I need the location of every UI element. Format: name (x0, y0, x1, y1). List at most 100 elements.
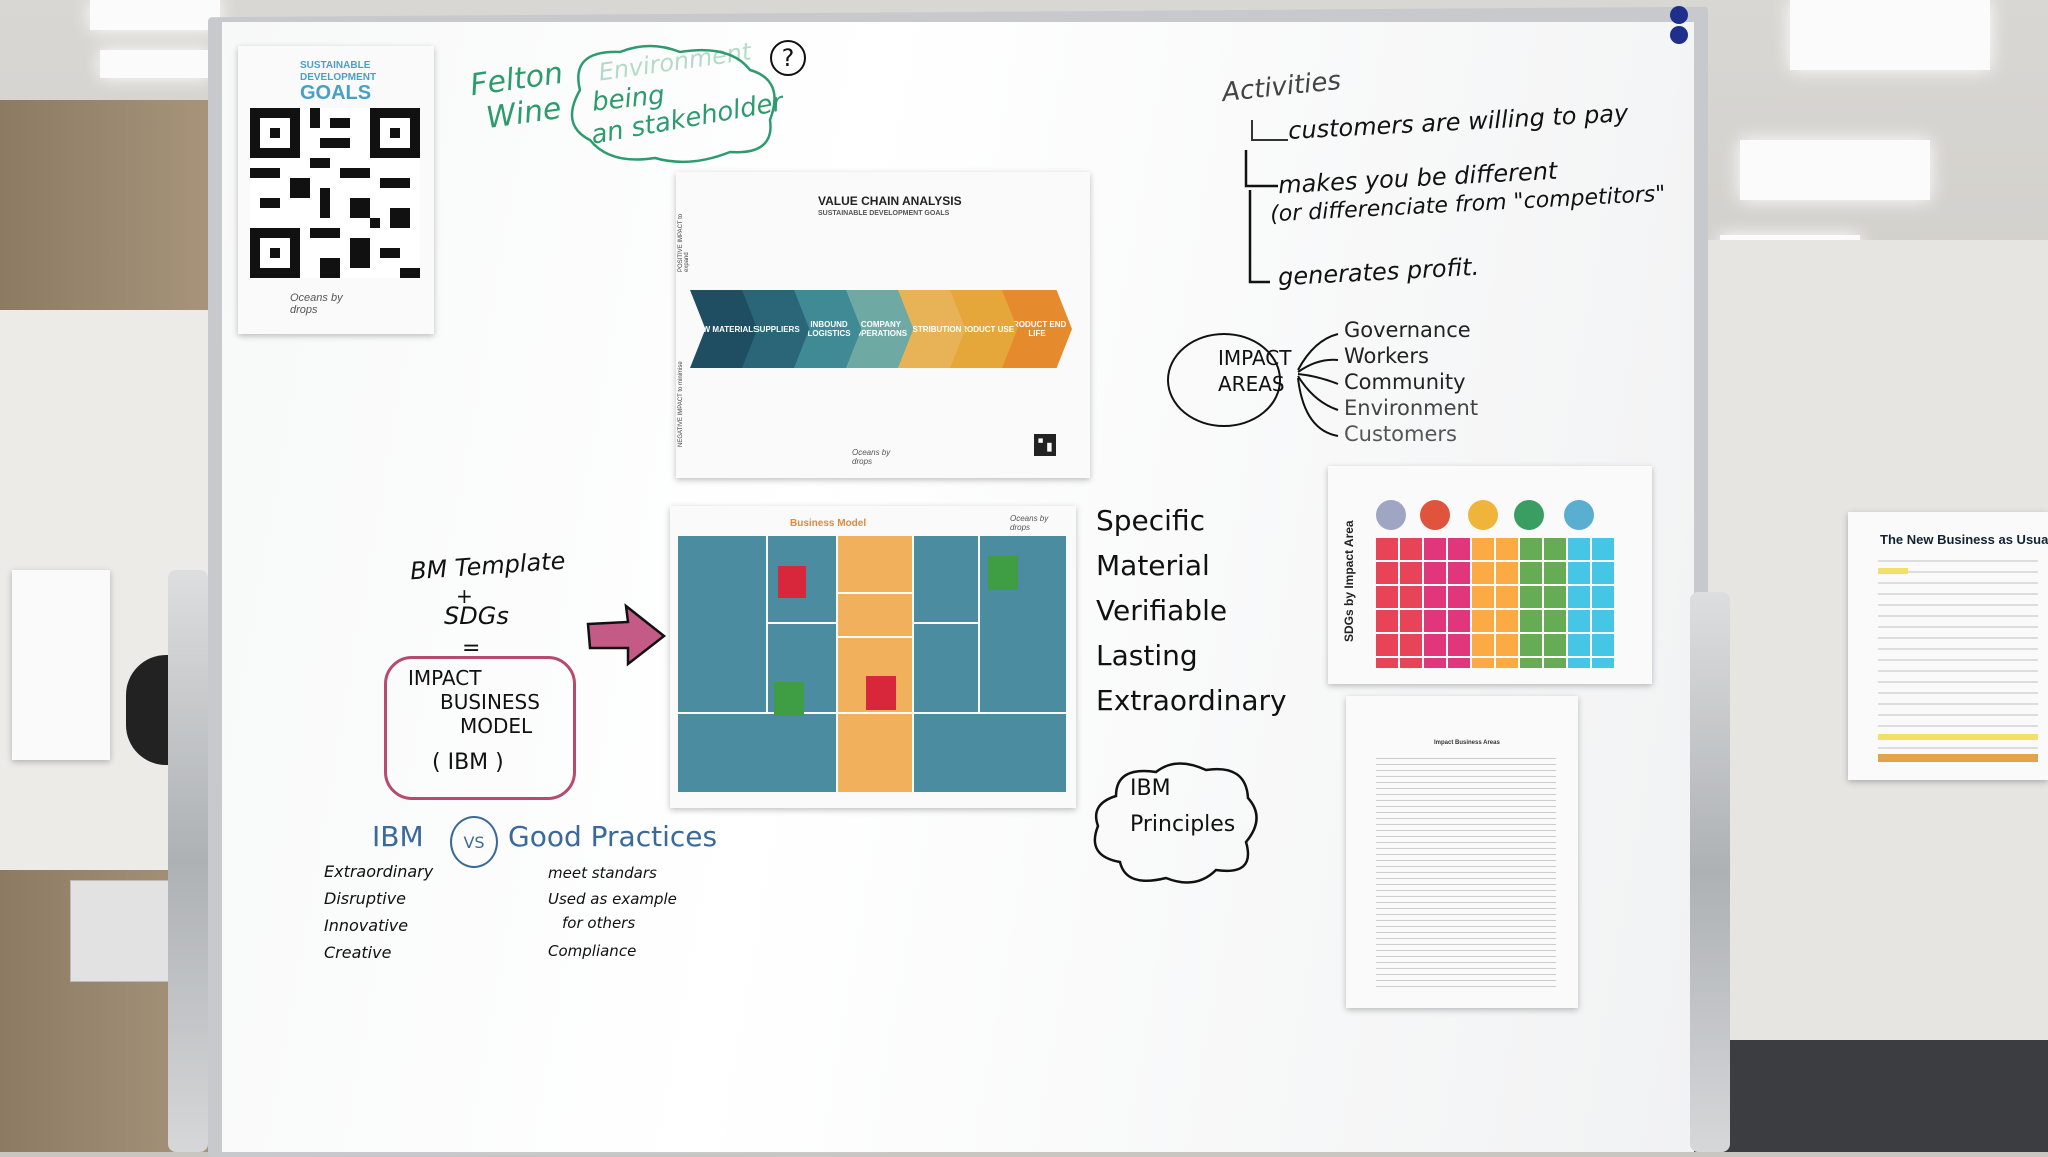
impact-areas-line1: IMPACT (1218, 346, 1292, 370)
gp-trait: Used as example (548, 890, 677, 908)
ceiling-light (100, 50, 210, 78)
ibm-traits-list: Extraordinary Disruptive Innovative Crea… (324, 862, 433, 962)
impact-areas-arrows (1297, 333, 1339, 437)
sdg-card (774, 682, 804, 716)
principle-item: Extraordinary (1096, 684, 1287, 717)
principles-cloud-line1: IBM (1130, 776, 1171, 801)
impact-area-item: Community (1344, 370, 1466, 394)
right-wall-poster: The New Business as Usual (1848, 512, 2048, 780)
text-sheet-title: Impact Business Areas (1434, 740, 1500, 746)
principle-item: Lasting (1096, 639, 1198, 672)
note-ibm-line2: BUSINESS (440, 690, 540, 714)
bm-purpose (838, 594, 912, 636)
left-pinned-sheet (12, 570, 110, 760)
sdg-poster-footer: Oceans by drops (290, 292, 343, 316)
note-equals: = (462, 636, 481, 661)
floor-carpet (1690, 1040, 2048, 1152)
principles-cloud-line2: Principles (1130, 812, 1236, 837)
chair-back (126, 655, 170, 765)
gp-trait: for others (562, 914, 636, 932)
text-sheet-lines (1376, 758, 1556, 988)
highlight (1878, 734, 2038, 740)
highlight (1878, 568, 1908, 574)
ibm-trait: Extraordinary (324, 862, 434, 881)
impact-area-item: Workers (1344, 344, 1429, 368)
qr-code-icon (1034, 434, 1056, 456)
bm-revenue-streams (914, 714, 1066, 792)
ceiling-light (90, 0, 220, 30)
sdg-header-line1: SUSTAINABLE (300, 60, 371, 71)
business-model-poster: Business Model Oceans by drops (670, 506, 1076, 808)
note-compare-ibm: IBM (372, 820, 424, 853)
question-mark: ? (781, 44, 795, 72)
bm-client-relations (914, 536, 978, 622)
impact-areas-line2: AREAS (1218, 372, 1285, 396)
governance-icon (1376, 500, 1406, 530)
question-circle: ? (770, 40, 806, 76)
stand-post-left (168, 570, 208, 1152)
workers-icon (1420, 500, 1450, 530)
magnet-icon (1670, 6, 1688, 24)
magenta-arrow-icon (586, 603, 667, 667)
note-sdgs: SDGs (444, 602, 509, 630)
ceiling-light (1790, 0, 1990, 70)
impact-areas-circle (1167, 333, 1281, 427)
ibm-trait: Creative (324, 943, 392, 962)
value-chain-footer: Oceans by drops (852, 448, 891, 466)
impact-area-item: Environment (1344, 396, 1479, 420)
stand-post-right (1690, 592, 1730, 1152)
right-poster-title: The New Business as Usual (1880, 532, 2048, 547)
business-model-footer: Oceans by drops (1010, 514, 1049, 532)
value-chain-title: VALUE CHAIN ANALYSIS (818, 194, 962, 208)
sdg-icon-grid (1376, 538, 1616, 668)
impact-sheet-side-title: SDGs by Impact Area (1342, 520, 1356, 642)
sdg-card (988, 556, 1018, 590)
schedule-lines (1878, 560, 2038, 760)
impact-business-areas-sheet: Impact Business Areas (1346, 696, 1578, 1008)
bm-key-stakeholders (678, 536, 766, 712)
ibm-trait: Innovative (324, 916, 409, 935)
activities-arrows (1244, 120, 1288, 284)
impact-area-item: Customers (1344, 422, 1457, 446)
ibm-trait: Disruptive (324, 889, 407, 908)
value-chain-subtitle: SUSTAINABLE DEVELOPMENT GOALS (818, 210, 950, 217)
principle-item: Verifiable (1096, 594, 1228, 627)
principle-item: Material (1096, 549, 1210, 582)
qr-code-icon (250, 108, 420, 278)
sdg-card (866, 676, 896, 710)
bm-kpi-impact (838, 714, 912, 792)
gp-trait: meet standars (548, 864, 657, 882)
business-model-title: Business Model (790, 518, 867, 529)
good-practices-list: meet standars Used as example for others… (548, 864, 677, 960)
principle-item: Specific (1096, 504, 1205, 537)
note-plus: + (456, 584, 473, 608)
community-icon (1468, 500, 1498, 530)
magnet-icon (1670, 26, 1688, 44)
note-ibm-line1: IMPACT (408, 666, 482, 690)
principles-cloud-shape (1093, 762, 1258, 884)
principles-list: Specific Material Verifiable Lasting Ext… (1096, 504, 1287, 717)
sdg-qr-poster: SUSTAINABLE DEVELOPMENT GOALS Oceans by … (238, 46, 434, 334)
gp-trait: Compliance (548, 942, 637, 960)
customers-icon (1564, 500, 1594, 530)
impact-areas-list: Governance Workers Community Environment… (1344, 318, 1478, 446)
value-chain-negative-label: NEGATIVE IMPACT to minimise (678, 361, 684, 447)
sdg-header-line2: DEVELOPMENT (300, 72, 377, 83)
note-ibm-line3: MODEL (460, 714, 533, 738)
vs-circle: VS (450, 816, 498, 868)
impact-area-item: Governance (1344, 318, 1471, 342)
sdg-header-line3: GOALS (300, 82, 372, 104)
bm-cost-structure (678, 714, 836, 792)
note-compare-good-practices: Good Practices (508, 820, 718, 853)
sdg-card (778, 566, 806, 598)
ceiling-light (1740, 140, 1930, 200)
value-chain-positive-label: POSITIVE IMPACT to expand (678, 213, 690, 272)
bm-problem (838, 536, 912, 592)
sdg-impact-area-sheet: SDGs by Impact Area (1328, 466, 1652, 684)
note-ibm-line4: ( IBM ) (432, 750, 504, 775)
footer-bar (1878, 754, 2038, 762)
note-compare-vs: VS (463, 832, 485, 852)
ibm-box (384, 656, 576, 800)
environment-icon (1514, 500, 1544, 530)
bm-distribution (914, 624, 978, 712)
